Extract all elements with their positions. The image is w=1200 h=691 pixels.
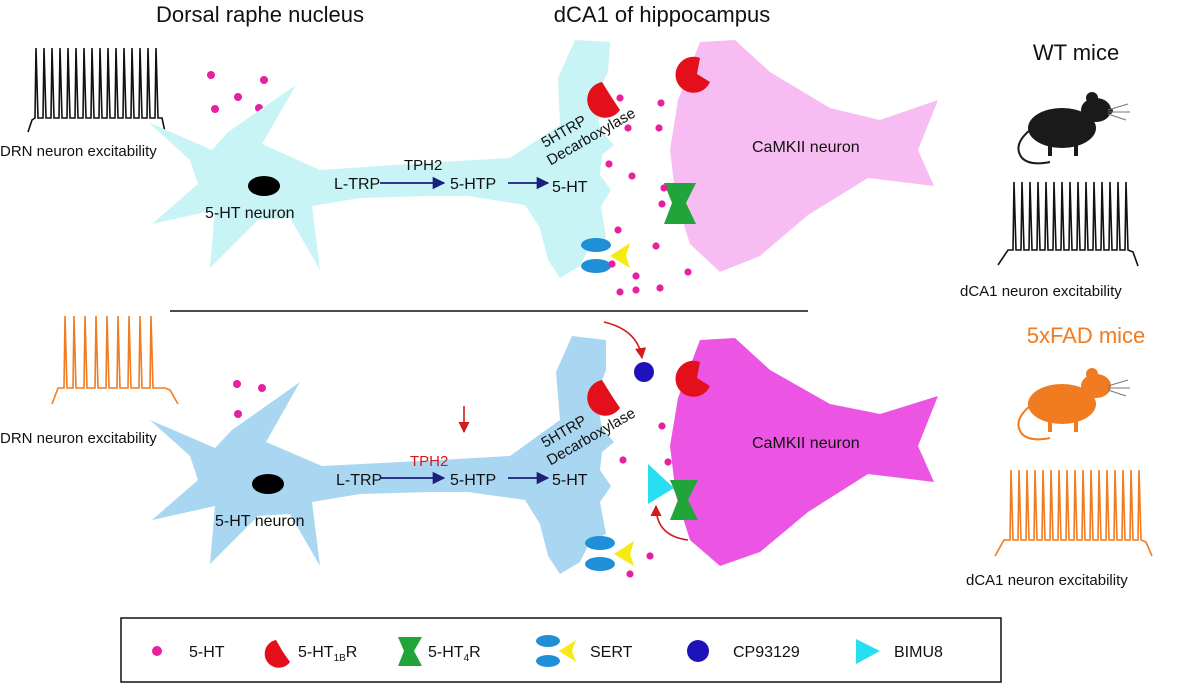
- fad-drn-spike-trace: [51, 315, 179, 405]
- wt-title: WT mice: [1033, 40, 1119, 65]
- wt-5htp-label: 5-HTP: [450, 176, 496, 193]
- serotonin-dot: [684, 268, 692, 276]
- fad-camk-label: CaMKII neuron: [752, 435, 860, 452]
- serotonin-dot: [619, 456, 627, 464]
- serotonin-dot: [632, 286, 640, 294]
- serotonin-dot: [657, 99, 665, 107]
- serotonin-dot: [211, 105, 219, 113]
- serotonin-dot: [626, 570, 634, 578]
- legend-bimu8-icon: [856, 639, 880, 664]
- serotonin-dot: [660, 184, 668, 192]
- serotonin-dot: [632, 272, 640, 280]
- receptor-1b-icon: [675, 56, 710, 93]
- fad-5ht-label: 5-HT: [552, 472, 588, 489]
- serotonin-dot: [234, 93, 242, 101]
- serotonin-dot: [207, 71, 215, 79]
- serotonin-dot: [616, 288, 624, 296]
- wt-tph2-label: TPH2: [404, 157, 442, 174]
- fad-dca1-spike-trace: [994, 469, 1153, 557]
- bimu8-arrow: [650, 504, 689, 541]
- fad-nucleus: [252, 474, 284, 494]
- legend: 5-HT 5-HT1BR 5-HT4R SERT CP93129 BIMU8: [120, 617, 1002, 683]
- receptor-4-icon: [670, 480, 698, 520]
- bimu8-icon: [648, 464, 674, 504]
- serotonin-dot: [628, 172, 636, 180]
- black-mouse-icon: [1017, 92, 1130, 165]
- fad-drn-excitability-label: DRN neuron excitability: [0, 430, 157, 447]
- orange-mouse-icon: [1017, 368, 1130, 441]
- serotonin-dot: [658, 422, 666, 430]
- serotonin-dot: [652, 242, 660, 250]
- cp93129-icon: [634, 362, 654, 382]
- cp93129-arrow: [603, 321, 647, 360]
- legend-cp93129-icon: [687, 640, 709, 662]
- legend-5ht4-label: 5-HT4R: [428, 644, 481, 664]
- fad-panel: DRN neuron excitability 5-HT neuron L-TR…: [0, 315, 938, 578]
- sert-icon: [581, 259, 611, 273]
- receptor-4-icon: [664, 183, 696, 224]
- dca1-header: dCA1 of hippocampus: [554, 2, 770, 27]
- legend-5ht-icon: [152, 646, 162, 656]
- wt-panel: DRN neuron excitability 5-HT neuron L-TR…: [0, 40, 938, 296]
- legend-sert-icon: [536, 635, 560, 647]
- sert-icon: [581, 238, 611, 252]
- receptor-1b-icon: [587, 380, 620, 416]
- legend-receptor-4-icon: [398, 637, 422, 666]
- serotonin-dot: [656, 284, 664, 292]
- wt-5ht-label: 5-HT: [552, 179, 588, 196]
- serotonin-dot: [258, 384, 266, 392]
- fad-neuron-label: 5-HT neuron: [215, 513, 305, 530]
- wt-camk-label: CaMKII neuron: [752, 139, 860, 156]
- serotonin-dot: [658, 200, 666, 208]
- legend-cp93129-label: CP93129: [733, 644, 800, 661]
- wt-ltrp-label: L-TRP: [334, 176, 380, 193]
- sert-icon: [585, 536, 615, 550]
- serotonin-dot: [233, 380, 241, 388]
- dorsal-raphe-header: Dorsal raphe nucleus: [156, 2, 364, 27]
- legend-sert-icon: [536, 655, 560, 667]
- legend-5ht-label: 5-HT: [189, 644, 225, 661]
- serotonin-dot: [646, 552, 654, 560]
- wt-drn-spike-trace: [27, 47, 166, 133]
- fad-5ht-neuron-shape: [150, 336, 614, 574]
- serotonin-dot: [260, 76, 268, 84]
- fad-camk-neuron-shape: [670, 338, 938, 566]
- fad-title: 5xFAD mice: [1027, 323, 1146, 348]
- legend-5ht1b-label: 5-HT1BR: [298, 644, 357, 664]
- sert-icon: [585, 557, 615, 571]
- wt-nucleus: [248, 176, 280, 196]
- wt-5ht-neuron-shape: [148, 40, 614, 278]
- legend-receptor-1b-icon: [264, 640, 290, 668]
- serotonin-dot: [605, 160, 613, 168]
- wt-camk-neuron-shape: [670, 40, 938, 272]
- serotonin-dot: [655, 124, 663, 132]
- fad-tph2-label: TPH2: [410, 453, 448, 470]
- legend-bimu8-label: BIMU8: [894, 644, 943, 661]
- wt-neuron-label: 5-HT neuron: [205, 205, 295, 222]
- serotonin-dot: [234, 410, 242, 418]
- wt-dca1-excitability-label: dCA1 neuron excitability: [960, 283, 1122, 300]
- wt-dca1-spike-trace: [997, 181, 1139, 267]
- legend-sert-label: SERT: [590, 644, 633, 661]
- sert-yellow-icon: [610, 243, 630, 268]
- fad-ltrp-label: L-TRP: [336, 472, 382, 489]
- serotonin-dot: [616, 94, 624, 102]
- serotonin-dot: [608, 260, 616, 268]
- wt-drn-excitability-label: DRN neuron excitability: [0, 143, 157, 160]
- serotonin-dot: [614, 226, 622, 234]
- fad-5htp-label: 5-HTP: [450, 472, 496, 489]
- sert-yellow-icon: [614, 541, 634, 566]
- receptor-1b-icon: [675, 360, 710, 397]
- legend-sert-yellow-icon: [559, 640, 576, 662]
- serotonin-dot: [664, 458, 672, 466]
- fad-dca1-excitability-label: dCA1 neuron excitability: [966, 572, 1128, 589]
- serotonin-dot: [624, 124, 632, 132]
- receptor-1b-icon: [587, 82, 620, 118]
